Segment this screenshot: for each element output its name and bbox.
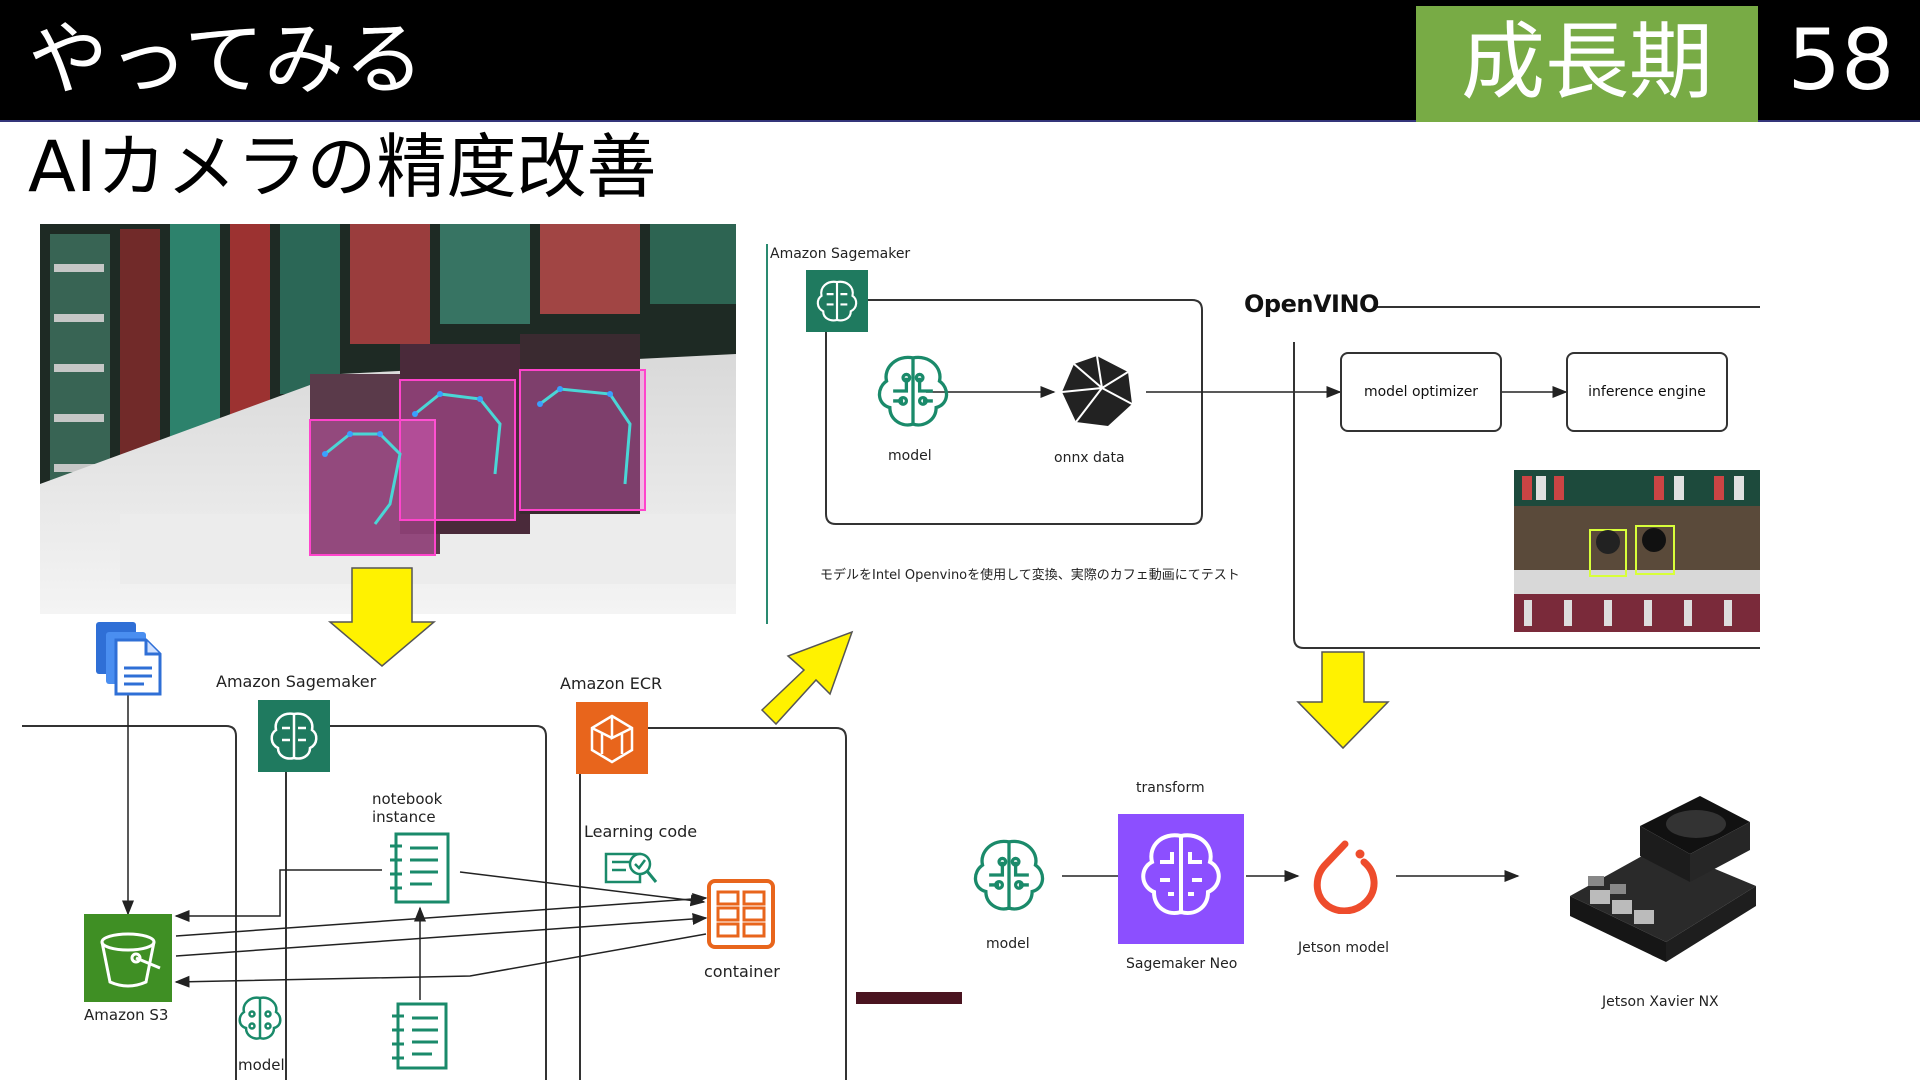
- section-title: やってみる: [28, 13, 424, 106]
- cafe-test-image: [1514, 470, 1760, 632]
- notebook-label-2: instance: [372, 808, 436, 826]
- notebook-label-1: notebook: [372, 790, 443, 808]
- pytorch-icon: [1310, 838, 1380, 918]
- notebook-icon: [386, 830, 454, 910]
- left-model-label: model: [238, 1056, 285, 1074]
- onnx-icon: [1058, 352, 1136, 434]
- s3-icon: [84, 914, 172, 1006]
- sagemaker-neo-icon: [1118, 814, 1244, 948]
- openvino-caption: モデルをIntel Openvinoを使用して変換、実際のカフェ動画にてテスト: [820, 568, 1240, 583]
- jetson-device-image: [1560, 786, 1760, 980]
- ecr-label: Amazon ECR: [560, 674, 663, 693]
- bottom-model-label: model: [986, 936, 1030, 952]
- page-number: 58: [1787, 11, 1895, 109]
- container-label: container: [704, 962, 780, 981]
- document-icon: [92, 618, 164, 700]
- left-sagemaker-icon: [258, 700, 330, 776]
- right-sagemaker-icon: [806, 270, 868, 336]
- s3-label: Amazon S3: [84, 1006, 169, 1024]
- code-review-icon: [604, 848, 658, 892]
- right-model-label: model: [888, 448, 932, 464]
- transform-label: transform: [1136, 780, 1205, 796]
- learning-code-label: Learning code: [584, 822, 698, 841]
- left-model-icon: [234, 992, 286, 1048]
- jetson-model-label: Jetson model: [1298, 940, 1390, 956]
- sagemaker-neo-label: Sagemaker Neo: [1126, 956, 1238, 972]
- bottom-model-icon: [966, 832, 1052, 922]
- jetson-device-label: Jetson Xavier NX: [1602, 994, 1719, 1010]
- phase-badge: 成長期: [1416, 6, 1758, 122]
- ecr-icon: [576, 702, 648, 778]
- yellow-arrow-down-left: [327, 567, 437, 667]
- camera-photo: [40, 224, 736, 614]
- inference-engine-box: inference engine: [1566, 352, 1728, 432]
- openvino-logo: OpenVINO: [1244, 290, 1379, 318]
- right-sagemaker-label: Amazon Sagemaker: [770, 246, 911, 262]
- onnx-label: onnx data: [1054, 450, 1125, 466]
- right-model-icon: [870, 348, 956, 438]
- slide-subtitle: AIカメラの精度改善: [28, 126, 657, 208]
- container-icon: [706, 878, 776, 954]
- left-sagemaker-label: Amazon Sagemaker: [216, 672, 377, 691]
- yellow-arrow-down-right: [1296, 651, 1390, 750]
- model-optimizer-box: model optimizer: [1340, 352, 1502, 432]
- yellow-arrow-diagonal: [760, 630, 854, 726]
- notebook-icon-2: [388, 1000, 452, 1074]
